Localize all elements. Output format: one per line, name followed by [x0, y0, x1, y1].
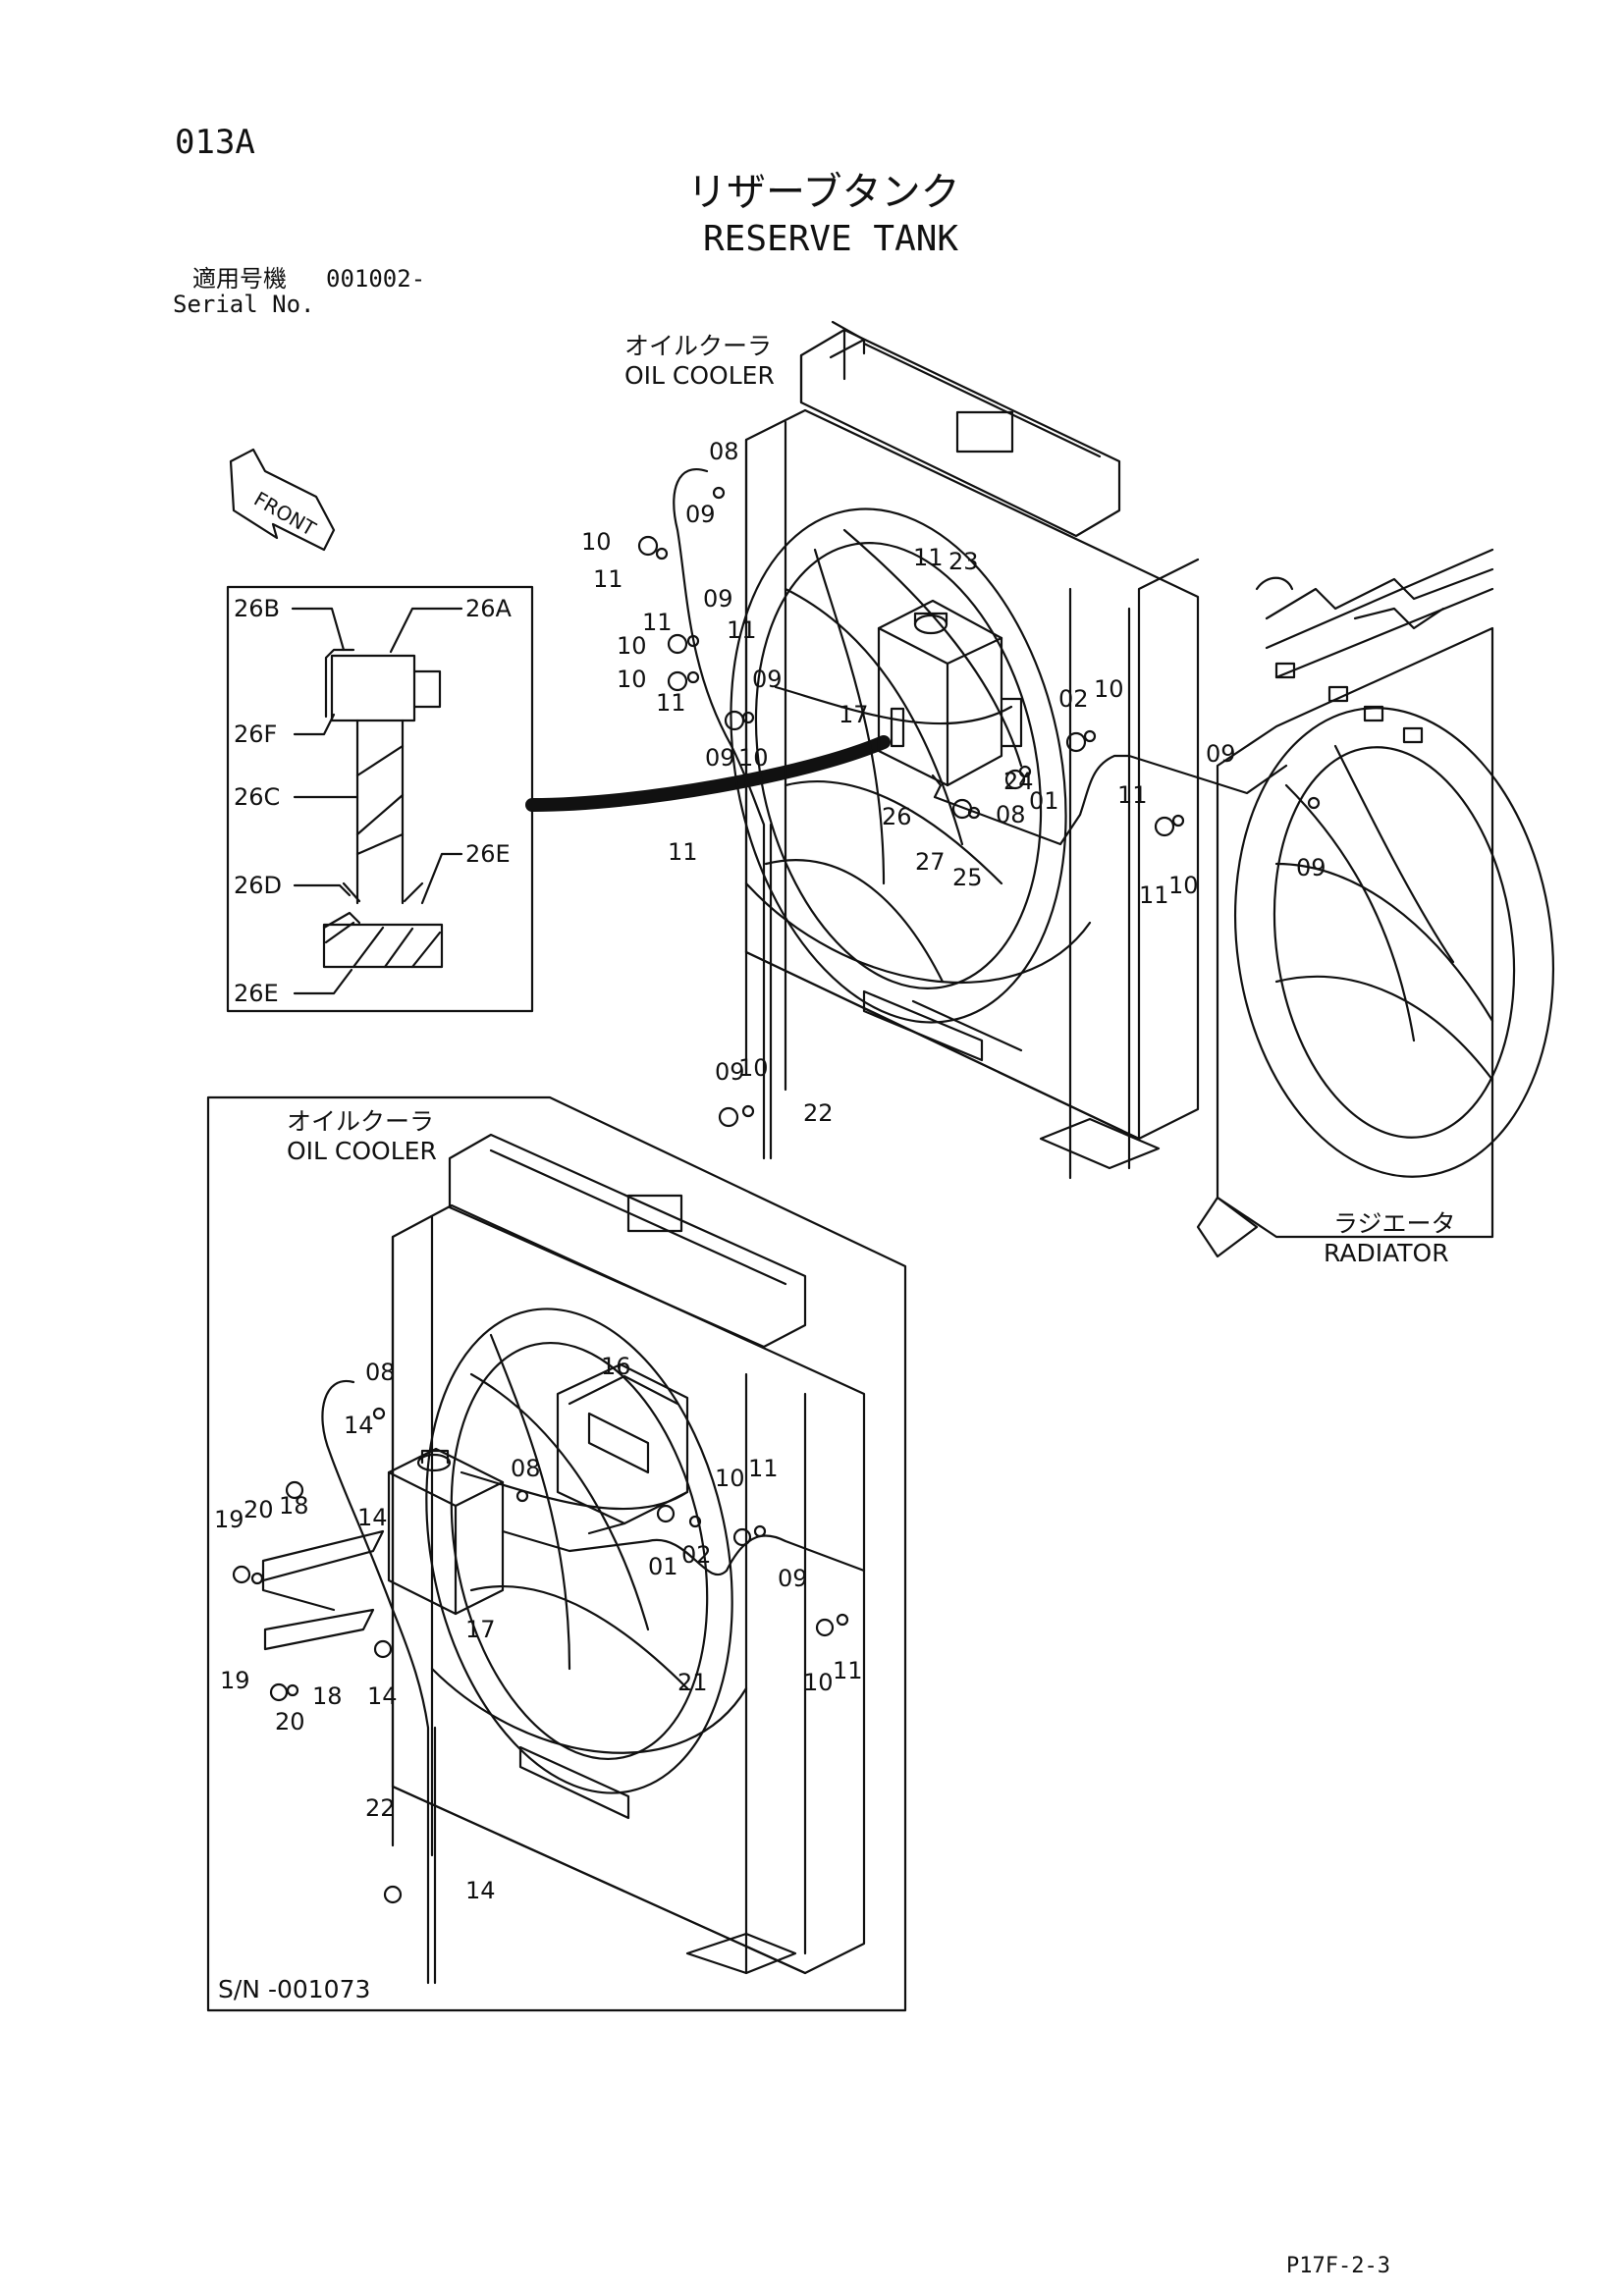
serial-range-note: S/N -001073 — [218, 1975, 371, 2003]
part-label: 14 — [357, 1504, 388, 1531]
part-label: 10 — [738, 744, 769, 772]
part-label: 09 — [715, 1058, 745, 1086]
part-label: 10 — [738, 1054, 769, 1082]
oil-cooler-label-en-main: OIL COOLER — [624, 361, 775, 390]
title-english: RESERVE TANK — [703, 219, 959, 259]
radiator-assembly — [1196, 548, 1555, 1258]
part-label: 20 — [275, 1708, 305, 1735]
part-label: 10 — [617, 666, 647, 693]
oil-cooler-label-ja-inset: オイルクーラ — [287, 1107, 435, 1136]
part-label: 26E — [465, 840, 511, 868]
part-label: 18 — [312, 1682, 343, 1710]
part-label: 11 — [668, 838, 698, 866]
front-arrow-icon: FRONT — [229, 448, 336, 552]
part-label: 09 — [705, 744, 735, 772]
radiator-label-en: RADIATOR — [1324, 1239, 1449, 1267]
part-label: 11 — [833, 1657, 863, 1684]
part-label: 11 — [748, 1455, 779, 1482]
part-label: 11 — [727, 616, 757, 644]
part-label: 14 — [367, 1682, 398, 1710]
serial-label-japanese: 適用号機 — [192, 265, 287, 293]
part-label: 19 — [214, 1506, 244, 1533]
part-label: 21 — [677, 1669, 708, 1696]
part-label: 26B — [234, 595, 281, 622]
part-label: 09 — [778, 1565, 808, 1592]
part-label: 09 — [703, 585, 733, 613]
part-label: 01 — [648, 1553, 678, 1580]
part-label: 25 — [952, 864, 983, 891]
part-label: 27 — [915, 848, 946, 876]
front-label: FRONT — [250, 487, 321, 541]
part-label: 24 — [1003, 768, 1034, 795]
part-label: 09 — [1296, 854, 1326, 881]
title-japanese: リザーブタンク — [687, 170, 960, 215]
part-label: 01 — [1029, 787, 1059, 815]
part-label: 11 — [593, 565, 623, 593]
part-label: 22 — [803, 1099, 834, 1127]
part-label: 20 — [244, 1496, 274, 1523]
part-label: 10 — [803, 1669, 834, 1696]
detail-inset-sight-gauge — [226, 585, 534, 1013]
part-label: 08 — [709, 438, 739, 465]
serial-label-english: Serial No. — [173, 291, 315, 318]
part-label: 17 — [839, 701, 869, 728]
part-label: 09 — [685, 501, 716, 528]
part-label: 09 — [1206, 740, 1236, 768]
sheet-code: P17F-2-3 — [1286, 2254, 1390, 2278]
part-label: 08 — [511, 1455, 541, 1482]
part-label: 11 — [913, 544, 944, 571]
serial-value: 001002- — [326, 265, 426, 293]
part-label: 02 — [1058, 685, 1089, 713]
part-label: 26D — [234, 872, 283, 899]
part-label: 19 — [220, 1667, 250, 1694]
radiator-label-ja: ラジエータ — [1333, 1209, 1456, 1238]
detail-connector — [525, 735, 891, 812]
part-label: 26A — [465, 595, 512, 622]
part-label: 14 — [465, 1877, 496, 1904]
part-label: 11 — [1117, 781, 1148, 809]
part-label: 08 — [365, 1359, 396, 1386]
part-label: 02 — [681, 1541, 712, 1569]
part-label: 09 — [752, 666, 783, 693]
part-label: 11 — [1139, 881, 1169, 909]
part-label: 17 — [465, 1616, 496, 1643]
part-label: 10 — [1094, 675, 1124, 703]
part-label: 22 — [365, 1794, 396, 1822]
part-label: 11 — [642, 609, 673, 636]
oil-cooler-label-en-inset: OIL COOLER — [287, 1137, 437, 1165]
part-label: 23 — [948, 548, 979, 575]
part-label: 10 — [715, 1465, 745, 1492]
part-label: 10 — [1168, 872, 1199, 899]
part-label: 16 — [601, 1353, 631, 1380]
part-label: 26F — [234, 721, 278, 748]
part-label: 08 — [996, 801, 1026, 828]
part-label: 26 — [882, 803, 912, 830]
main-oil-cooler-assembly — [637, 320, 1321, 1180]
oil-cooler-label-ja-main: オイルクーラ — [624, 332, 773, 360]
part-label: 11 — [656, 689, 686, 717]
part-label: 18 — [279, 1492, 309, 1520]
part-label: 26E — [234, 980, 279, 1007]
page-code: 013A — [175, 123, 255, 162]
inset-early-serial-variant — [206, 1095, 907, 2012]
part-label: 10 — [617, 632, 647, 660]
part-label: 10 — [581, 528, 612, 556]
part-label: 14 — [344, 1412, 374, 1439]
part-label: 26C — [234, 783, 281, 811]
